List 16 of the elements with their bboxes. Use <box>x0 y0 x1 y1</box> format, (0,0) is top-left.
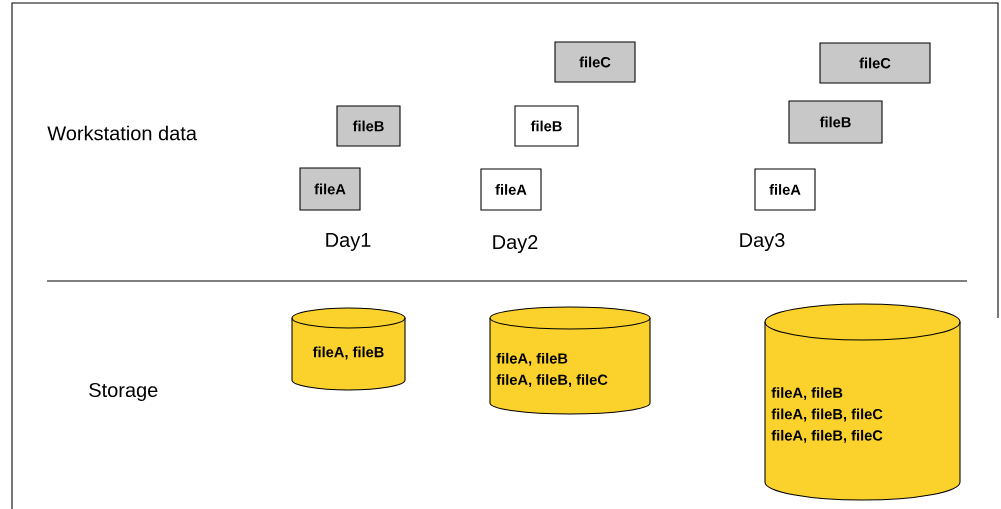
file-box: fileA <box>480 168 542 211</box>
file-box: fileC <box>554 41 636 83</box>
storage-cylinder: fileA, fileB fileA, fileB, fileC fileA, fileB, fileC <box>764 303 961 501</box>
label: Day1 <box>326 233 371 251</box>
storage-cylinder: fileA, fileB <box>291 307 406 391</box>
file-box: fileC <box>819 42 931 84</box>
label: Storage <box>89 382 158 402</box>
label: Day3 <box>740 232 785 252</box>
file-box: fileA <box>299 167 361 211</box>
file-box: fileA <box>754 168 816 211</box>
file-box: fileB <box>514 105 579 147</box>
file-box: fileB <box>788 100 883 144</box>
file-box: fileB <box>336 105 401 147</box>
storage-cylinder: fileA, fileB fileA, fileB, fileC <box>489 306 651 415</box>
label: Workstation data <box>47 125 197 141</box>
label: Day2 <box>493 234 538 254</box>
